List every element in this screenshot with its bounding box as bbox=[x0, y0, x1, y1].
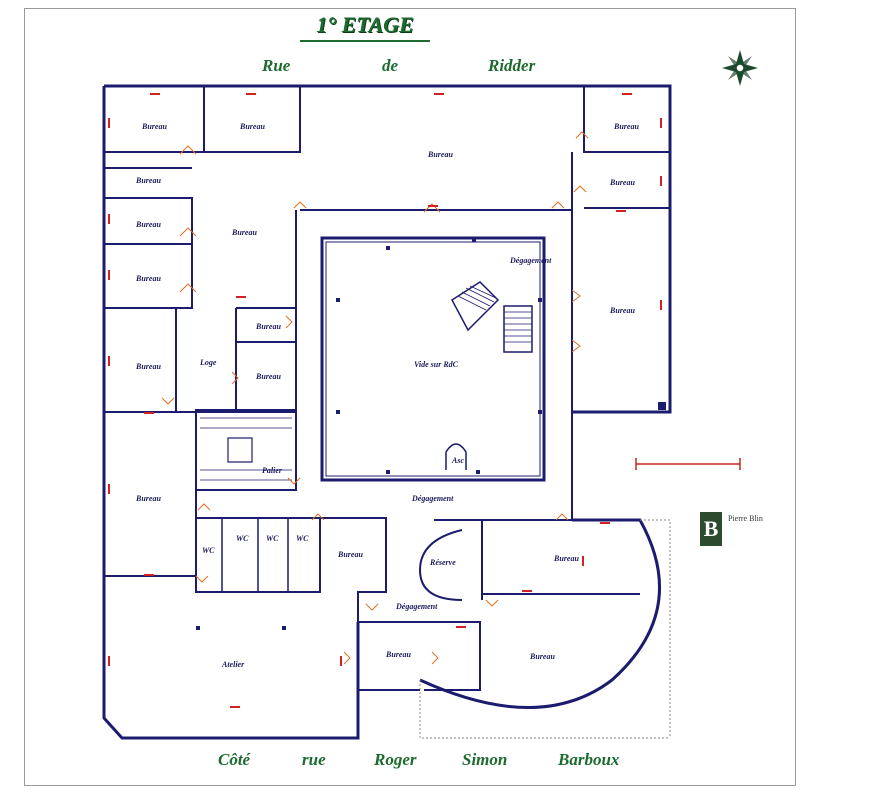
street-top-word-3: Ridder bbox=[488, 56, 536, 75]
room-bureau-13: Bureau bbox=[610, 306, 635, 315]
room-vide-sur-rdc: Vide sur RdC bbox=[414, 360, 459, 369]
room-palier: Palier bbox=[262, 466, 282, 475]
street-bottom-word-3: Roger bbox=[374, 750, 417, 769]
room-bureau-17: Bureau bbox=[386, 650, 411, 659]
room-bureau-5: Bureau bbox=[136, 176, 161, 185]
plan-title: 1° ETAGE bbox=[300, 10, 430, 42]
room-degagement-1: Dégagement bbox=[510, 256, 552, 265]
room-bureau-15: Bureau bbox=[338, 550, 363, 559]
room-bureau-2: Bureau bbox=[240, 122, 265, 131]
street-top-word-1: Rue bbox=[262, 56, 291, 75]
room-bureau-14: Bureau bbox=[136, 494, 161, 503]
architect-logo: B Pierre Blin bbox=[700, 512, 790, 548]
room-wc-4: WC bbox=[296, 534, 309, 543]
room-bureau-8: Bureau bbox=[232, 228, 257, 237]
compass-rose-icon bbox=[722, 50, 758, 86]
room-wc-2: WC bbox=[236, 534, 249, 543]
street-bottom-word-5: Barboux bbox=[558, 750, 620, 769]
room-degagement-3: Dégagement bbox=[396, 602, 438, 611]
room-bureau-9: Bureau bbox=[136, 274, 161, 283]
room-bureau-6: Bureau bbox=[610, 178, 635, 187]
drawing-frame bbox=[24, 8, 796, 786]
room-bureau-12: Bureau bbox=[256, 372, 281, 381]
street-top-word-2: de bbox=[382, 56, 399, 75]
room-bureau-18: Bureau bbox=[530, 652, 555, 661]
room-wc-3: WC bbox=[266, 534, 279, 543]
room-reserve: Réserve bbox=[430, 558, 456, 567]
room-bureau-1: Bureau bbox=[142, 122, 167, 131]
room-bureau-10: Bureau bbox=[256, 322, 281, 331]
room-bureau-4: Bureau bbox=[614, 122, 639, 131]
room-atelier: Atelier bbox=[222, 660, 245, 669]
street-bottom-word-4: Simon bbox=[462, 750, 508, 769]
street-bottom-word-2: rue bbox=[302, 750, 326, 769]
logo-name: Pierre Blin bbox=[728, 514, 763, 523]
room-loge: Loge bbox=[200, 358, 217, 367]
room-wc-1: WC bbox=[202, 546, 215, 555]
room-bureau-3: Bureau bbox=[428, 150, 453, 159]
street-bottom-word-1: Côté bbox=[218, 750, 251, 769]
room-ascenseur: Asc bbox=[452, 456, 464, 465]
room-degagement-2: Dégagement bbox=[412, 494, 454, 503]
room-bureau-11: Bureau bbox=[136, 362, 161, 371]
room-bureau-16: Bureau bbox=[554, 554, 579, 563]
room-bureau-7: Bureau bbox=[136, 220, 161, 229]
logo-mark: B bbox=[700, 512, 722, 546]
